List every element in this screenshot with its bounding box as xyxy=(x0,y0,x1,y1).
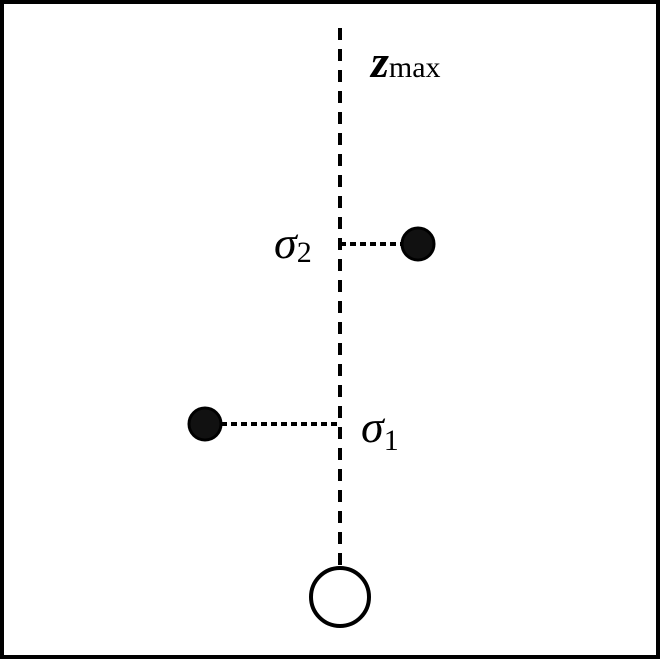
zmax-subscript: max xyxy=(389,51,441,84)
sigma2-filled-point xyxy=(400,226,436,262)
sigma1-symbol: σ xyxy=(361,401,386,452)
origin-open-point xyxy=(309,566,371,628)
sigma1-filled-point xyxy=(187,406,223,442)
sigma2-subscript: 2 xyxy=(297,236,312,269)
sigma2-symbol: σ xyxy=(274,217,299,268)
zmax-label: zmax xyxy=(369,36,441,87)
zmax-symbol: z xyxy=(369,36,389,87)
sigma1-label: σ1 xyxy=(361,401,399,457)
sigma1-subscript: 1 xyxy=(384,424,399,457)
sigma2-label: σ2 xyxy=(274,217,312,269)
